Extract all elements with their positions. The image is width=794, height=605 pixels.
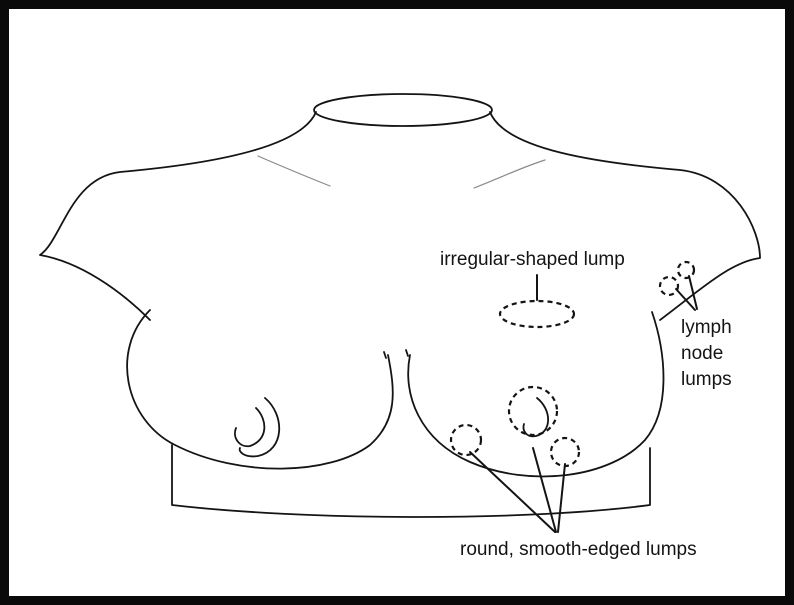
round-lump-left	[451, 425, 481, 455]
irregular-lump-marker	[500, 301, 574, 327]
right-nipple	[524, 398, 549, 436]
neck-opening	[314, 94, 492, 126]
lymph-node-label-line1: lymph	[681, 315, 732, 341]
irregular-lump-label: irregular-shaped lump	[440, 247, 625, 273]
round-lump-nipple	[509, 387, 557, 435]
left-collarbone	[258, 156, 330, 186]
left-areola	[240, 398, 280, 456]
left-nipple	[235, 408, 264, 446]
cleavage-right	[406, 350, 408, 356]
lymph-node-label-line2: node	[681, 341, 723, 367]
lymph-node-label-line3: lumps	[681, 367, 732, 393]
right-breast	[408, 312, 663, 476]
cleavage-left	[384, 352, 386, 358]
round-lumps-label: round, smooth-edged lumps	[460, 537, 697, 563]
lymph-node-lump-2	[678, 262, 694, 278]
breast-lump-diagram	[9, 9, 785, 596]
round-lump-right	[551, 438, 579, 466]
round-lumps-pointers	[470, 448, 565, 532]
left-breast	[127, 310, 393, 469]
lymph-node-lump-1	[660, 277, 678, 295]
right-collarbone	[474, 160, 545, 188]
torso-outline	[40, 112, 760, 320]
